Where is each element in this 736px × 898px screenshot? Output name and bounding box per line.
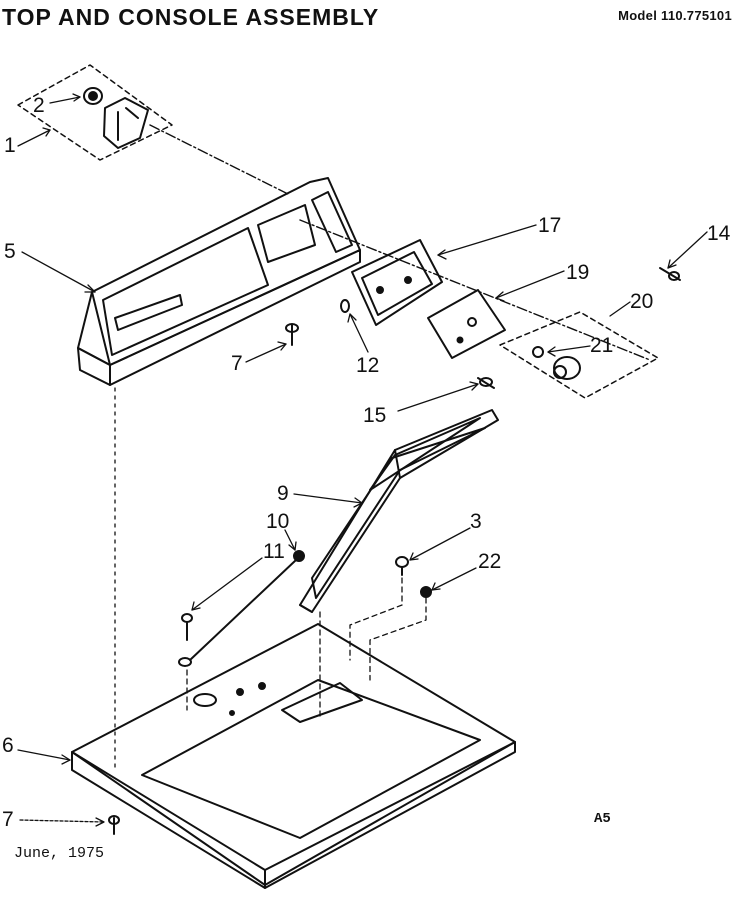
clip-part-12 (340, 299, 350, 313)
axis-line-console (299, 219, 651, 361)
callout-10: 10 (266, 510, 289, 533)
callout-9: 9 (277, 482, 289, 505)
part-group-20-box (499, 311, 659, 399)
screw-part-15 (477, 377, 495, 389)
console-panel-part-5 (77, 177, 361, 386)
screw-part-14 (659, 267, 681, 281)
part-group-1-box (17, 64, 173, 161)
switch-part-1 (103, 97, 149, 149)
rod-part-11 (178, 559, 297, 667)
callout-7-upper: 7 (231, 352, 243, 375)
callout-7-lower: 7 (2, 808, 14, 831)
callout-19: 19 (566, 261, 589, 284)
callout-14: 14 (707, 222, 731, 245)
knob-part-21 (532, 346, 581, 380)
nut-part-10 (293, 550, 305, 562)
plate-part-19 (427, 289, 506, 359)
lid-part-9 (299, 409, 499, 613)
callout-20: 20 (630, 290, 653, 313)
diagram-title: TOP AND CONSOLE ASSEMBLY (2, 4, 380, 30)
callout-5: 5 (4, 240, 16, 263)
callout-17: 17 (538, 214, 561, 237)
axis-line-switch (149, 124, 291, 196)
screw-part-3 (395, 556, 409, 576)
callout-21: 21 (590, 334, 613, 357)
model-number: Model 110.775101 (618, 8, 732, 23)
nut-part-22 (420, 586, 432, 598)
revision-date: June, 1975 (14, 845, 105, 862)
page-code: A5 (594, 811, 611, 827)
screw-part-7-upper (285, 323, 299, 346)
callout-labels: 1 2 3 5 6 7 7 9 10 11 12 14 15 17 19 20 … (2, 94, 731, 831)
callout-15: 15 (363, 404, 386, 427)
callout-22: 22 (478, 550, 501, 573)
callout-3: 3 (470, 510, 482, 533)
frame-part-17 (351, 239, 443, 326)
callout-6: 6 (2, 734, 14, 757)
screw-part-7-lower (108, 815, 120, 835)
callout-1: 1 (4, 134, 16, 157)
callout-11: 11 (263, 540, 285, 563)
callout-2: 2 (33, 94, 45, 117)
top-panel-part-6 (71, 623, 516, 889)
callout-12: 12 (356, 354, 379, 377)
knob-part-2 (83, 87, 103, 105)
